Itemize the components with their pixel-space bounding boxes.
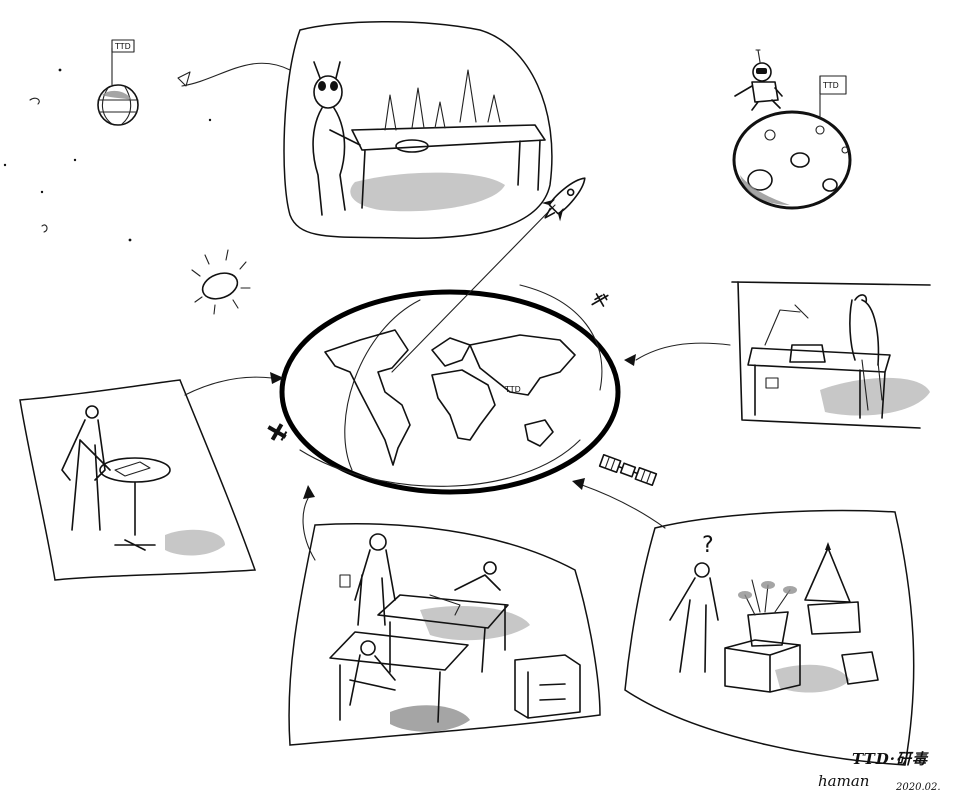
- continent-australia: [524, 419, 554, 447]
- scene-desk-right: [731, 281, 931, 429]
- connector-alien: [181, 62, 291, 87]
- map-flag-label: TTD: [504, 385, 521, 394]
- doodle-marks: [29, 71, 191, 105]
- continent-europe: [431, 337, 471, 367]
- date-signature: 2020.02.: [896, 782, 941, 793]
- scene-round-table: [19, 379, 257, 581]
- airplane-icon: [267, 423, 288, 441]
- scene-plants: ?: [624, 509, 915, 766]
- connector-plants: [581, 484, 666, 529]
- globe-icon: TTD: [97, 39, 139, 126]
- question-mark: ?: [702, 533, 714, 558]
- rocket-icon: [541, 177, 586, 222]
- world-map-oval: TTD: [279, 284, 621, 495]
- rocket-trajectory: [391, 204, 556, 373]
- asteroid-flag-label: TTD: [822, 81, 839, 90]
- continent-africa: [431, 369, 496, 441]
- continent-americas: [324, 329, 411, 466]
- sun-icon: [191, 249, 251, 315]
- globe-flag-label: TTD: [114, 42, 131, 51]
- scene-asteroid: TTD: [732, 49, 852, 210]
- satellite-icon: [598, 453, 658, 487]
- scene-office: [288, 523, 601, 746]
- continent-asia: [469, 334, 576, 396]
- connector-desk-right: [635, 342, 731, 361]
- astronaut-icon: [734, 49, 783, 111]
- author-signature: haman: [818, 772, 870, 790]
- brand-signature: TTD·研毒: [852, 750, 929, 768]
- airplane-icon: [591, 293, 609, 307]
- scene-alien-bubble: [283, 21, 553, 239]
- connector-office: [302, 494, 316, 561]
- connector-round-table: [184, 376, 273, 396]
